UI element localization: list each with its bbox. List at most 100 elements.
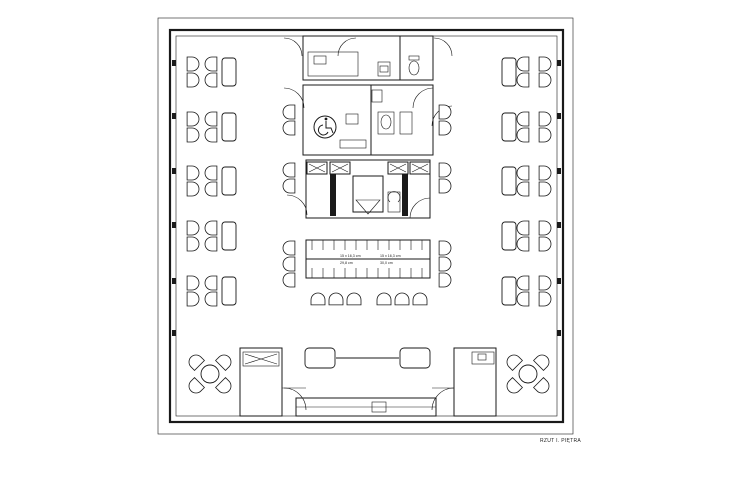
chair: [516, 181, 530, 197]
round-table: [518, 364, 538, 384]
chair: [516, 165, 530, 181]
chair: [538, 181, 552, 197]
booth-table: [221, 112, 237, 142]
chair: [516, 127, 530, 143]
chair: [328, 292, 344, 306]
chair: [438, 240, 452, 256]
chair: [282, 120, 296, 136]
column: [557, 168, 561, 174]
chair: [438, 120, 452, 136]
chair: [438, 162, 452, 178]
chair: [438, 104, 452, 120]
chair: [204, 291, 218, 307]
chair: [538, 111, 552, 127]
chair: [516, 56, 530, 72]
chair: [204, 111, 218, 127]
booth-table: [501, 276, 517, 306]
chair: [282, 256, 296, 272]
stair-label-left: 15 x 16,3 cm: [340, 254, 361, 258]
corner-seating: [188, 354, 550, 394]
chair: [538, 165, 552, 181]
chair: [516, 72, 530, 88]
chair: [204, 165, 218, 181]
outer-boundary: [157, 17, 574, 435]
chair: [282, 104, 296, 120]
booth-table: [221, 221, 237, 251]
chair: [538, 275, 552, 291]
column: [172, 222, 176, 228]
booth-table: [221, 166, 237, 196]
chair: [538, 127, 552, 143]
bar-counter: [295, 347, 437, 417]
booth-table: [501, 166, 517, 196]
chair: [282, 240, 296, 256]
chair: [186, 236, 200, 252]
chair: [215, 354, 232, 371]
chair: [186, 56, 200, 72]
chair: [186, 127, 200, 143]
chair: [506, 354, 523, 371]
chair: [186, 72, 200, 88]
accessible-wc: [283, 84, 453, 156]
chair: [516, 236, 530, 252]
chair: [506, 377, 523, 394]
chair: [538, 291, 552, 307]
round-table: [200, 364, 220, 384]
sanitary-core: [283, 35, 453, 81]
chair: [188, 377, 205, 394]
drawing-caption: RZUT I. PIĘTRA: [540, 438, 582, 444]
chair: [438, 178, 452, 194]
chair: [204, 56, 218, 72]
chair: [204, 72, 218, 88]
booth-column-left: [186, 56, 237, 307]
column: [172, 60, 176, 66]
booth-table: [221, 276, 237, 306]
toilet-icon: [408, 60, 420, 76]
chair: [346, 292, 362, 306]
chair: [438, 272, 452, 288]
chair: [516, 111, 530, 127]
column: [172, 113, 176, 119]
sink-icon: [379, 65, 389, 73]
service-room-right: [431, 347, 497, 417]
chair: [376, 292, 392, 306]
chair: [215, 377, 232, 394]
booth-table: [501, 112, 517, 142]
column: [557, 222, 561, 228]
booth-table: [221, 57, 237, 87]
booth-table: [501, 221, 517, 251]
chair: [533, 354, 550, 371]
chair: [186, 111, 200, 127]
column: [172, 330, 176, 336]
chair: [186, 291, 200, 307]
core-seating-row: [310, 292, 428, 306]
chair: [282, 162, 296, 178]
perimeter-columns: [172, 60, 561, 336]
chair: [188, 354, 205, 371]
chair: [516, 220, 530, 236]
staircase: 15 x 16,3 cm 29,8 cm 15 x 16,3 cm 30,0 c…: [305, 239, 431, 279]
chair: [186, 275, 200, 291]
chair: [204, 236, 218, 252]
chair: [538, 220, 552, 236]
column: [557, 113, 561, 119]
elevator-core: [286, 159, 431, 219]
column: [172, 168, 176, 174]
svg-text:29,8 cm: 29,8 cm: [340, 261, 353, 265]
chair: [282, 272, 296, 288]
chair: [204, 220, 218, 236]
core-side-seating: [282, 104, 452, 288]
elevator-icon: [352, 175, 384, 213]
column: [557, 278, 561, 284]
chair: [204, 181, 218, 197]
chair: [516, 291, 530, 307]
chair: [310, 292, 326, 306]
chair: [412, 292, 428, 306]
column: [557, 60, 561, 66]
chair: [204, 275, 218, 291]
chair: [186, 165, 200, 181]
chair: [516, 275, 530, 291]
column: [172, 278, 176, 284]
column: [557, 330, 561, 336]
